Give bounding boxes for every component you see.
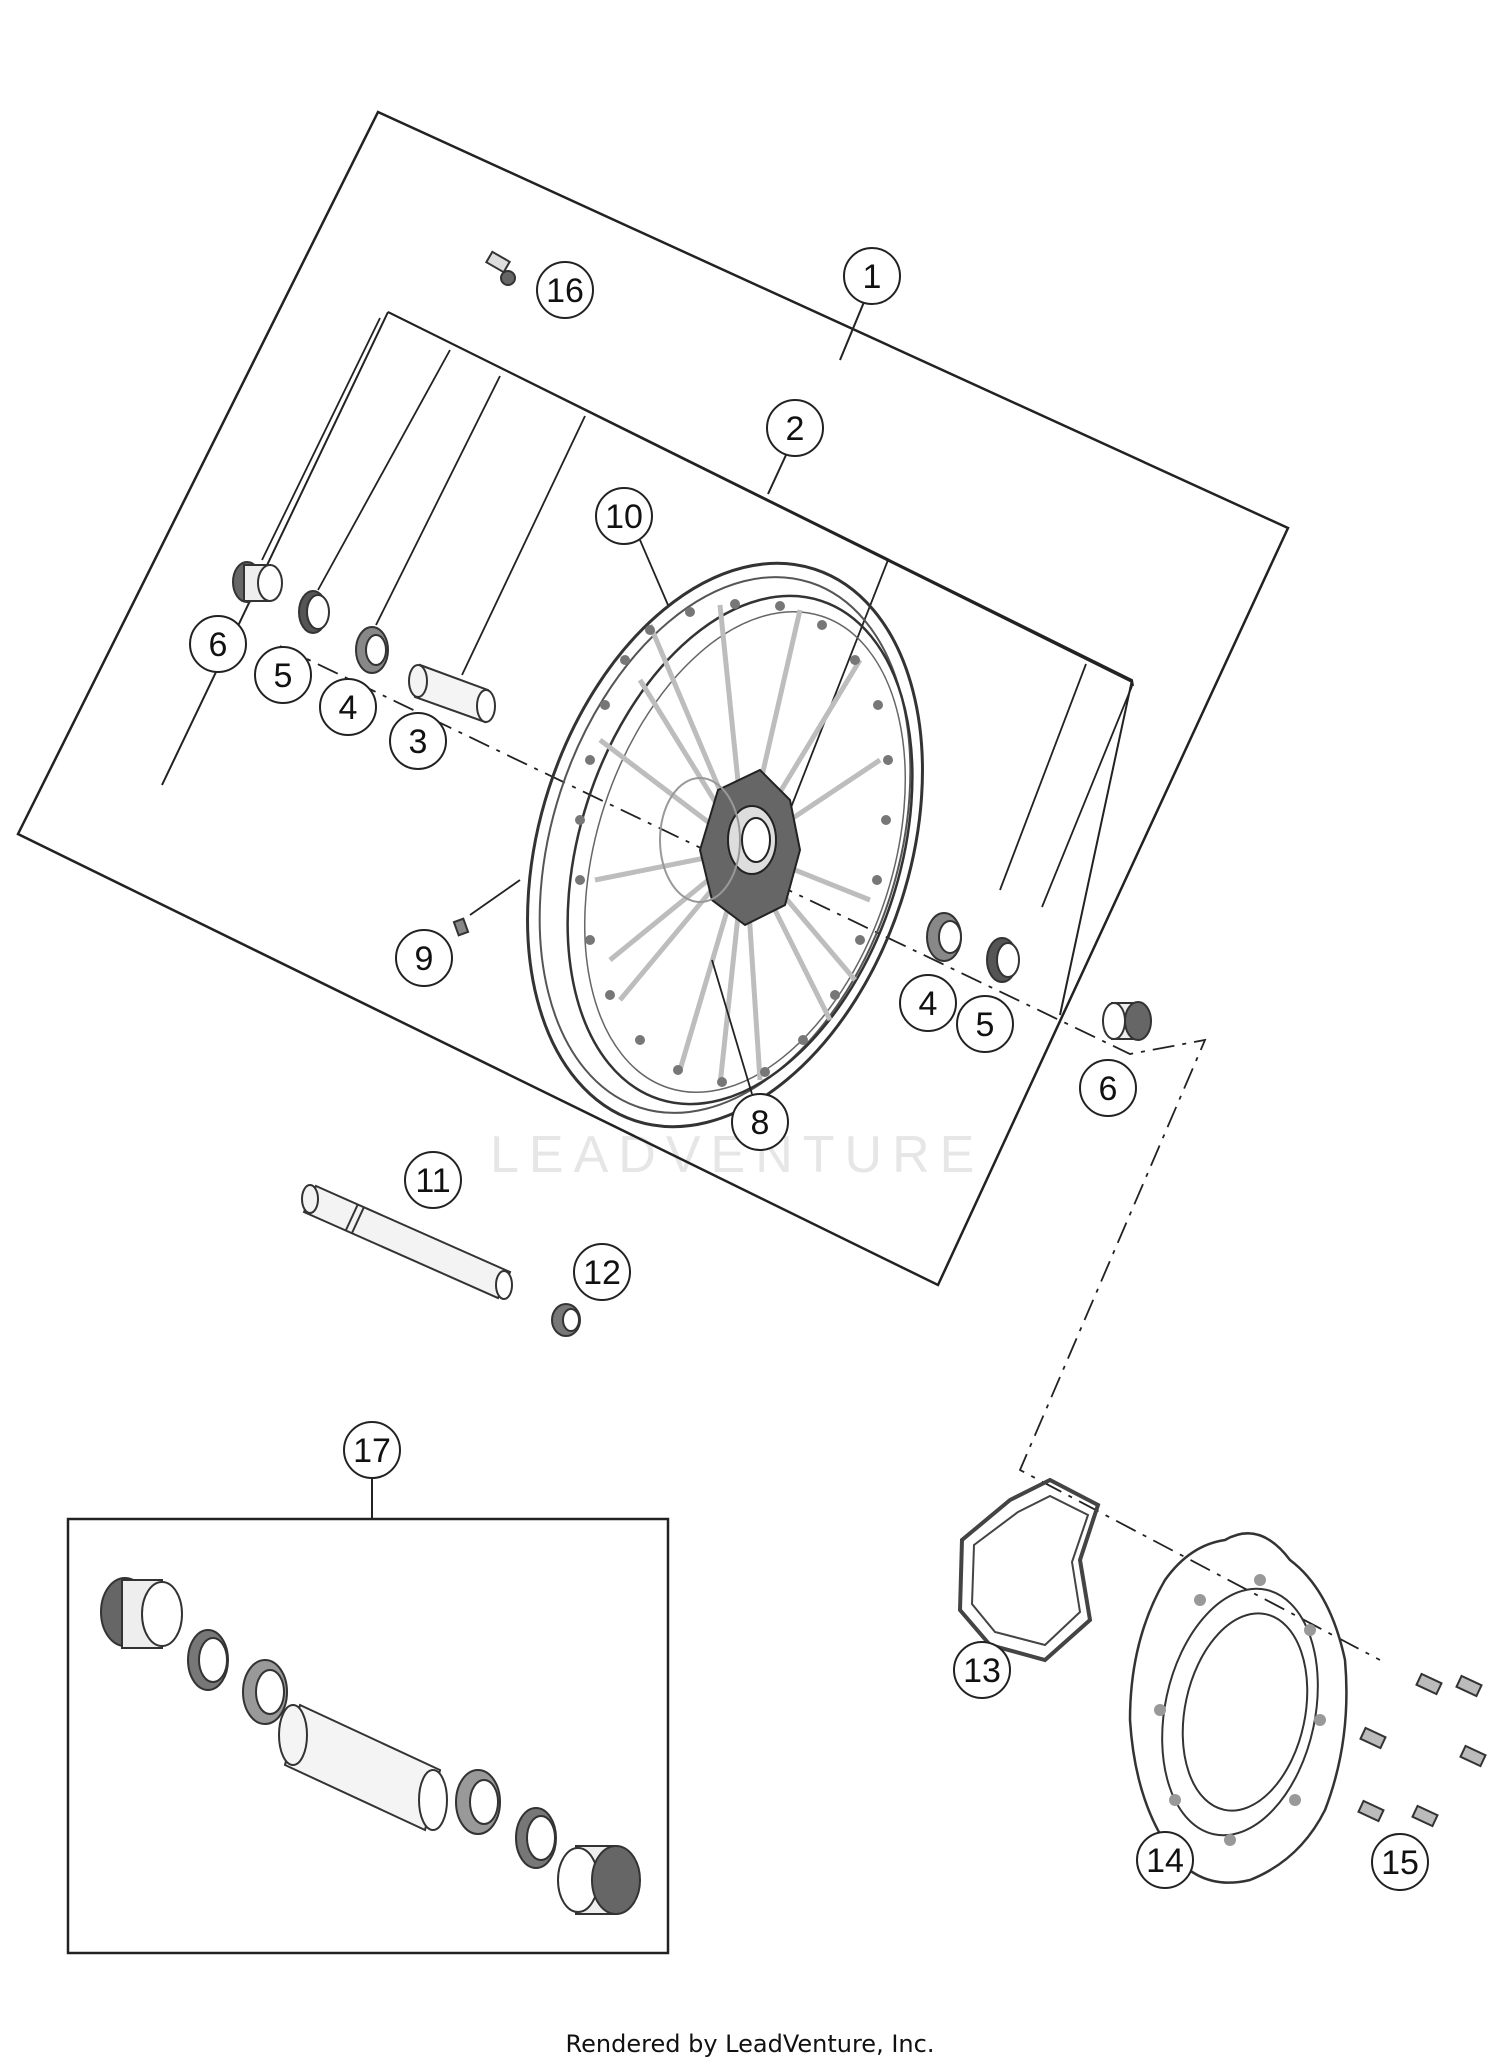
svg-text:16: 16 bbox=[546, 272, 584, 310]
leader-c10 bbox=[639, 539, 669, 606]
part-9-nipple bbox=[452, 879, 521, 937]
right-leader-lines bbox=[789, 559, 1133, 908]
part-13-adapter bbox=[957, 1477, 1101, 1663]
kit-box-17 bbox=[66, 1517, 670, 1955]
frame2-top bbox=[387, 311, 1133, 683]
svg-text:4: 4 bbox=[919, 985, 938, 1023]
assembly-frame-1 bbox=[16, 110, 1290, 1287]
svg-text:10: 10 bbox=[605, 498, 643, 536]
svg-text:8: 8 bbox=[751, 1104, 770, 1142]
callout-17: 17 bbox=[343, 1421, 401, 1479]
part-15-bolts bbox=[1357, 1672, 1487, 1828]
part-4-right bbox=[926, 912, 962, 962]
svg-text:9: 9 bbox=[415, 940, 434, 978]
footer-credit: Rendered by LeadVenture, Inc. bbox=[565, 2030, 935, 2058]
callout-12: 12 bbox=[573, 1243, 631, 1301]
callout-4-right: 4 bbox=[899, 974, 957, 1032]
callout-6-left: 6 bbox=[189, 615, 247, 673]
part-3-spacer bbox=[408, 663, 496, 724]
part-4-left bbox=[355, 626, 389, 674]
callout-4-left: 4 bbox=[319, 678, 377, 736]
callout-11: 11 bbox=[404, 1151, 462, 1209]
leader-c2 bbox=[767, 454, 787, 495]
part-5-right bbox=[986, 937, 1020, 983]
part-6-left bbox=[232, 561, 283, 603]
svg-text:5: 5 bbox=[274, 657, 293, 695]
svg-text:5: 5 bbox=[976, 1006, 995, 1044]
callout-16: 16 bbox=[536, 261, 594, 319]
svg-text:3: 3 bbox=[409, 723, 428, 761]
svg-text:17: 17 bbox=[353, 1432, 391, 1470]
callout-8: 8 bbox=[731, 1093, 789, 1151]
leader-c8 bbox=[711, 959, 753, 1095]
svg-text:13: 13 bbox=[963, 1652, 1001, 1690]
part-6-right bbox=[1102, 1001, 1152, 1041]
svg-text:1: 1 bbox=[863, 258, 882, 296]
svg-text:11: 11 bbox=[415, 1162, 450, 1200]
callout-13: 13 bbox=[953, 1641, 1011, 1699]
part-5-left bbox=[298, 590, 330, 634]
leader-c1 bbox=[839, 301, 865, 361]
part-14-brake-disc bbox=[1128, 1532, 1348, 1884]
callout-15: 15 bbox=[1371, 1833, 1429, 1891]
svg-text:4: 4 bbox=[339, 689, 358, 727]
callout-10: 10 bbox=[595, 487, 653, 545]
part-12-nut bbox=[551, 1303, 581, 1337]
callout-6-right: 6 bbox=[1079, 1059, 1137, 1117]
watermark: LEADVENTURE bbox=[490, 1126, 984, 1184]
callout-2: 2 bbox=[766, 399, 824, 457]
svg-text:6: 6 bbox=[209, 626, 228, 664]
svg-text:6: 6 bbox=[1099, 1070, 1118, 1108]
callout-5-left: 5 bbox=[254, 646, 312, 704]
callout-3: 3 bbox=[389, 712, 447, 770]
callout-5-right: 5 bbox=[956, 995, 1014, 1053]
hub bbox=[659, 768, 802, 927]
kit-17-parts bbox=[100, 1577, 641, 1915]
callout-14: 14 bbox=[1136, 1831, 1194, 1889]
part-11-axle bbox=[301, 1184, 513, 1300]
svg-text:14: 14 bbox=[1146, 1842, 1184, 1880]
left-leader-lines bbox=[261, 317, 586, 676]
svg-text:12: 12 bbox=[583, 1254, 621, 1292]
spoke-nipples bbox=[575, 599, 893, 1087]
part-16-valve bbox=[484, 250, 516, 286]
wheel bbox=[526, 561, 924, 1129]
callout-9: 9 bbox=[395, 929, 453, 987]
svg-text:15: 15 bbox=[1381, 1844, 1419, 1882]
callout-1: 1 bbox=[843, 247, 901, 305]
svg-text:2: 2 bbox=[786, 410, 805, 448]
axle-centerline bbox=[279, 645, 1381, 1661]
